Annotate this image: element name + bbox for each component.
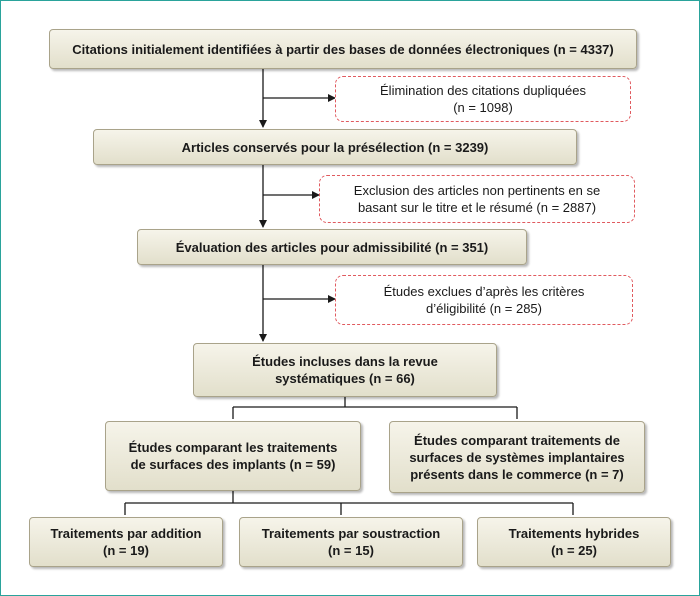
- box-surface-line1: Études comparant les traitements: [128, 440, 338, 455]
- exclusion-criteria: Études exclues d’après les critères d’él…: [335, 275, 633, 325]
- exclusion-criteria-line1: Études exclues d’après les critères: [383, 284, 585, 299]
- exclusion-irrelevant: Exclusion des articles non pertinents en…: [319, 175, 635, 223]
- box-preselection-text: Articles conservés pour la présélection …: [181, 139, 489, 155]
- exclusion-duplicates: Élimination des citations dupliquées (n …: [335, 76, 631, 122]
- box-surface-line2: de surfaces des implants (n = 59): [130, 457, 336, 472]
- box-soustraction-line1: Traitements par soustraction: [261, 526, 441, 541]
- box-commercial-line1: Études comparant traitements de: [414, 432, 620, 448]
- box-identified: Citations initialement identifiées à par…: [49, 29, 637, 69]
- box-addition: Traitements par addition (n = 19): [29, 517, 223, 567]
- box-soustraction-line2: (n = 15): [328, 543, 374, 558]
- exclusion-irrelevant-line2: basant sur le titre et le résumé (n = 28…: [357, 200, 597, 215]
- exclusion-irrelevant-line1: Exclusion des articles non pertinents en…: [353, 183, 601, 198]
- box-preselection: Articles conservés pour la présélection …: [93, 129, 577, 165]
- box-commercial-line2: surfaces de systèmes implantaires: [409, 449, 625, 465]
- box-commercial-line3: présents dans le commerce (n = 7): [410, 466, 624, 482]
- box-included-line1: Études incluses dans la revue: [252, 354, 438, 369]
- box-commercial-systems: Études comparant traitements de surfaces…: [389, 421, 645, 493]
- box-addition-line1: Traitements par addition: [50, 526, 202, 541]
- exclusion-duplicates-line1: Élimination des citations dupliquées: [380, 83, 586, 98]
- box-eligibility-text: Évaluation des articles pour admissibili…: [175, 239, 489, 255]
- box-soustraction: Traitements par soustraction (n = 15): [239, 517, 463, 567]
- exclusion-duplicates-line2: (n = 1098): [453, 100, 513, 115]
- box-eligibility: Évaluation des articles pour admissibili…: [137, 229, 527, 265]
- box-hybrides-line2: (n = 25): [551, 543, 597, 558]
- box-included: Études incluses dans la revue systématiq…: [193, 343, 497, 397]
- box-identified-text: Citations initialement identifiées à par…: [72, 41, 614, 57]
- box-hybrides-line1: Traitements hybrides: [508, 526, 640, 541]
- box-included-line2: systématiques (n = 66): [275, 371, 415, 386]
- box-hybrides: Traitements hybrides (n = 25): [477, 517, 671, 567]
- exclusion-criteria-line2: d’éligibilité (n = 285): [426, 301, 542, 316]
- box-surface-treatments: Études comparant les traitements de surf…: [105, 421, 361, 491]
- box-addition-line2: (n = 19): [103, 543, 149, 558]
